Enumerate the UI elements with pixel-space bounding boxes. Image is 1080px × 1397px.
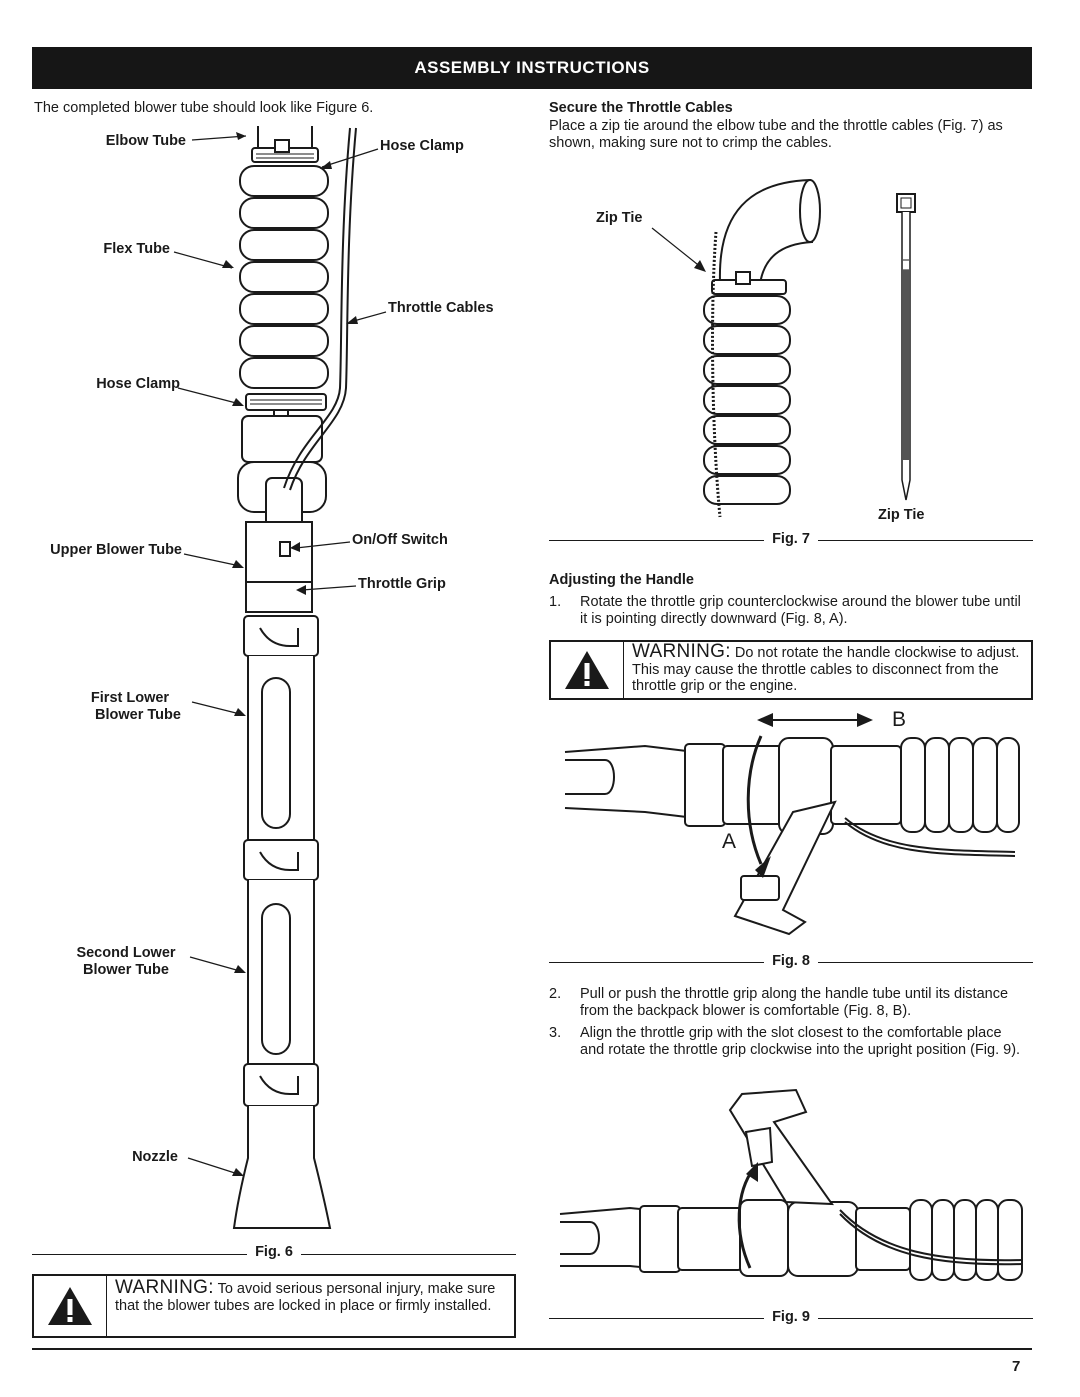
label-hose-clamp-bottom: Hose Clamp [96, 376, 180, 392]
warning-icon-cell [34, 1276, 107, 1336]
step2-number: 2. [549, 986, 562, 1002]
fig7-elbow-illustration [703, 178, 821, 518]
arrow-first-lower [191, 701, 246, 716]
warning-word-left: WARNING: [115, 1277, 214, 1298]
label-nozzle: Nozzle [132, 1149, 178, 1165]
arrow-elbow-tube [191, 132, 247, 141]
arrow-zip-tie [651, 227, 706, 272]
fig8-label-a: A [722, 830, 737, 853]
fig7-label-zip-tie-left: Zip Tie [596, 210, 643, 226]
step3-text: Align the throttle grip with the slot cl… [580, 1025, 1021, 1058]
warning-icon-cell-right [551, 642, 624, 698]
label-flex-tube: Flex Tube [103, 241, 170, 257]
label-on-off-switch: On/Off Switch [352, 532, 448, 548]
arrow-upper-blower-tube [183, 553, 244, 568]
label-throttle-grip: Throttle Grip [358, 576, 446, 592]
fig9-caption: Fig. 9 [764, 1309, 818, 1325]
step3-number: 3. [549, 1025, 562, 1041]
label-first-lower-line1: First Lower [90, 690, 170, 706]
page-number: 7 [1012, 1358, 1021, 1375]
warning-box-right: WARNING: Do not rotate the handle clockw… [549, 640, 1033, 700]
arrow-hose-clamp-top [320, 148, 379, 169]
step2-text: Pull or push the throttle grip along the… [580, 986, 1009, 1019]
arrow-throttle-cables [346, 311, 387, 324]
label-second-lower-line2: Blower Tube [83, 962, 169, 978]
intro-text: The completed blower tube should look li… [34, 100, 374, 116]
fig9-handle-illustration [559, 1088, 1023, 1281]
label-second-lower-line1: Second Lower [76, 945, 176, 961]
secure-throttle-text: Place a zip tie around the elbow tube an… [549, 118, 1003, 151]
fig6-blower-tube-illustration [232, 126, 357, 1229]
heading-adjusting-handle: Adjusting the Handle [549, 572, 694, 588]
step1-text: Rotate the throttle grip counterclockwis… [580, 594, 1021, 627]
heading-secure-throttle-cables: Secure the Throttle Cables [549, 100, 733, 116]
fig7-caption: Fig. 7 [764, 531, 818, 547]
label-throttle-cables: Throttle Cables [388, 300, 494, 316]
warning-body-right: Do not rotate the handle clockwise to ad… [632, 645, 1020, 694]
section-title: ASSEMBLY INSTRUCTIONS [414, 58, 650, 77]
arrow-nozzle [187, 1157, 244, 1176]
arrow-hose-clamp-bottom [177, 387, 244, 406]
section-header: ASSEMBLY INSTRUCTIONS [32, 47, 1032, 89]
warning-box-left: WARNING: To avoid serious personal injur… [32, 1274, 516, 1338]
warning-triangle-icon [48, 1287, 92, 1325]
fig7-zip-tie-illustration [896, 193, 916, 501]
label-first-lower-line2: Blower Tube [95, 707, 181, 723]
warning-text-right: WARNING: Do not rotate the handle clockw… [624, 642, 1030, 698]
fig6-caption: Fig. 6 [247, 1244, 301, 1260]
warning-body-left: To avoid serious personal injury, make s… [115, 1281, 496, 1314]
warning-triangle-icon [565, 651, 609, 689]
double-arrow-b-icon [757, 713, 873, 727]
arrow-second-lower [189, 956, 246, 973]
footer-rule [32, 1348, 1032, 1350]
label-hose-clamp-top: Hose Clamp [380, 138, 464, 154]
warning-word-right: WARNING: [632, 641, 731, 662]
arrow-throttle-grip [296, 585, 357, 595]
arrow-flex-tube [173, 251, 234, 269]
arrow-on-off-switch [290, 541, 351, 552]
label-elbow-tube: Elbow Tube [105, 133, 186, 149]
step1-number: 1. [549, 594, 562, 610]
fig8-label-b: B [892, 708, 907, 731]
warning-text-left: WARNING: To avoid serious personal injur… [107, 1276, 513, 1336]
label-upper-blower-tube: Upper Blower Tube [50, 542, 182, 558]
fig8-caption: Fig. 8 [764, 953, 818, 969]
fig7-label-zip-tie-right: Zip Tie [878, 507, 925, 523]
fig8-handle-illustration [564, 735, 1020, 936]
